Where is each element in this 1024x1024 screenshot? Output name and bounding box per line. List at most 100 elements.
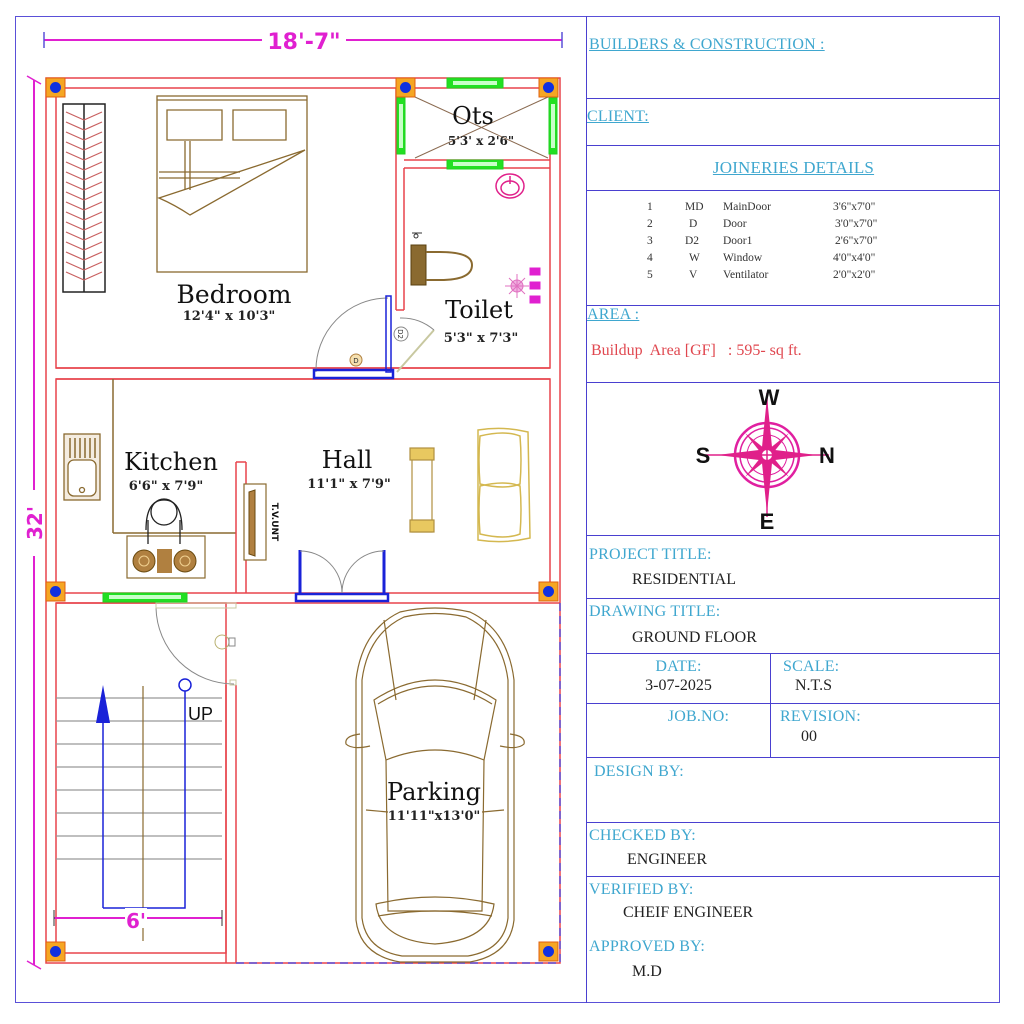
windows: [102, 77, 558, 603]
joinery-row: 1 MD MainDoor 3'6"x7'0": [647, 199, 877, 216]
room-size-bedroom: 12'4" x 10'3": [183, 309, 276, 324]
parking-boundary: [236, 603, 561, 964]
room-name-ots: Ots: [452, 102, 494, 130]
sofa: [477, 427, 531, 543]
width-dimension-label: 18'-7": [267, 30, 340, 55]
compass-icon: W S N E: [696, 385, 835, 534]
client-section: CLIENT:: [587, 99, 1000, 146]
area-section: AREA : Buildup Area [GF] : 595- sq ft.: [587, 306, 1000, 383]
compass-section: W S N E: [587, 383, 1000, 536]
room-size-kitchen: 6'6" x 7'9": [129, 479, 204, 494]
scale-value: N.T.S: [795, 677, 833, 694]
room-name-parking: Parking: [387, 778, 481, 806]
builders-label: BUILDERS & CONSTRUCTION :: [589, 36, 825, 53]
job-no-label: JOB.NO:: [667, 708, 730, 725]
joinery-size: 4'0"x4'0": [833, 252, 876, 264]
project-title-label: PROJECT TITLE:: [589, 546, 712, 563]
columns: [45, 77, 559, 962]
joineries-header: JOINERIES DETAILS: [587, 146, 1000, 191]
column: [45, 581, 66, 602]
area-value: Buildup Area [GF] : 595- sq ft.: [591, 342, 802, 359]
joinery-name: Door: [723, 218, 747, 230]
window-ots-top: [446, 77, 504, 89]
room-size-parking: 11'11"x13'0": [388, 809, 481, 824]
column: [45, 77, 66, 98]
staircase: UP 6': [53, 678, 223, 941]
door-tag-d2: D2: [396, 329, 404, 339]
verified-approved-section: VERIFIED BY: CHEIF ENGINEER APPROVED BY:…: [587, 877, 1000, 1003]
job-revision-section: JOB.NO: REVISION: 00: [587, 704, 1000, 758]
stair-door: [155, 602, 237, 686]
joinery-name: Door1: [723, 235, 753, 247]
joinery-code: D2: [685, 235, 700, 247]
tv-unit: T.V.UNT: [243, 483, 279, 561]
wash-basin: [495, 173, 525, 199]
joinery-no: 3: [647, 235, 653, 247]
checked-by-section: CHECKED BY: ENGINEER: [587, 823, 1000, 877]
ventilator-toilet: [446, 159, 504, 170]
room-labels: Bedroom 12'4" x 10'3" Ots 5'3' x 2'6" To…: [124, 102, 518, 824]
room-name-toilet: Toilet: [445, 296, 513, 324]
stair-width-label: 6': [126, 909, 146, 933]
design-by-section: DESIGN BY:: [587, 758, 1000, 823]
wc: [410, 232, 474, 286]
joinery-size: 3'0"x7'0": [835, 218, 878, 230]
checked-by-value: ENGINEER: [627, 851, 707, 868]
joinery-code: V: [689, 269, 698, 281]
car: [345, 607, 525, 963]
column: [45, 941, 66, 962]
height-dimension-label: 32': [23, 506, 47, 540]
tv-unit-label: T.V.UNT: [269, 503, 279, 542]
checked-by-label: CHECKED BY:: [589, 827, 696, 844]
divider: [770, 654, 771, 703]
wardrobe: [62, 103, 106, 293]
main-door: [294, 550, 390, 603]
compass-right-label: N: [819, 443, 835, 468]
joinery-size: 2'0"x2'0": [833, 269, 876, 281]
compass-top-label: W: [759, 385, 780, 410]
coffee-table: [409, 447, 435, 533]
joinery-row: 3 D2 Door1 2'6"x7'0": [647, 233, 877, 250]
drawing-frame: [15, 16, 1000, 1003]
date-scale-section: DATE: 3-07-2025 SCALE: N.T.S: [587, 654, 1000, 704]
joinery-row: 2 D Door 3'0"x7'0": [647, 216, 877, 233]
window-kitchen: [102, 592, 188, 603]
joinery-size: 2'6"x7'0": [835, 235, 878, 247]
joineries-section: 1 MD MainDoor 3'6"x7'0" 2 D Door 3'0"x7'…: [587, 191, 1000, 306]
bedroom-door: D: [312, 295, 395, 380]
height-dimension: 32': [23, 75, 47, 970]
approved-by-value: M.D: [632, 963, 662, 980]
joinery-no: 5: [647, 269, 653, 281]
door-tag-d: D: [353, 357, 358, 365]
column: [538, 581, 559, 602]
window-ots-right: [548, 97, 558, 155]
shower: [505, 267, 541, 304]
joinery-name: Window: [723, 252, 763, 264]
revision-label: REVISION:: [780, 708, 861, 725]
room-size-ots: 5'3' x 2'6": [448, 134, 514, 148]
compass-bottom-label: E: [760, 509, 775, 534]
title-block: BUILDERS & CONSTRUCTION : CLIENT: JOINER…: [586, 16, 1000, 1003]
room-name-hall: Hall: [322, 446, 373, 474]
drawing-title-value: GROUND FLOOR: [632, 629, 757, 646]
joinery-row: 5 V Ventilator 2'0"x2'0": [647, 267, 877, 284]
joinery-size: 3'6"x7'0": [833, 201, 876, 213]
stairs-up-label: UP: [188, 704, 213, 724]
room-name-kitchen: Kitchen: [124, 448, 218, 476]
revision-value: 00: [801, 728, 817, 745]
date-value: 3-07-2025: [645, 677, 712, 694]
project-title-section: PROJECT TITLE: RESIDENTIAL: [587, 536, 1000, 599]
window-ots-left: [396, 97, 406, 155]
joinery-code: MD: [685, 201, 704, 213]
ots-shaft: [414, 96, 549, 159]
drawing-title-label: DRAWING TITLE:: [589, 603, 721, 620]
project-title-value: RESIDENTIAL: [632, 571, 736, 588]
joinery-name: Ventilator: [723, 269, 769, 281]
column: [395, 77, 416, 98]
builders-section: BUILDERS & CONSTRUCTION :: [587, 16, 1000, 99]
width-dimension: 18'-7": [43, 30, 563, 55]
joinery-no: 4: [647, 252, 653, 264]
client-label: CLIENT:: [587, 108, 649, 125]
room-name-bedroom: Bedroom: [177, 280, 292, 309]
